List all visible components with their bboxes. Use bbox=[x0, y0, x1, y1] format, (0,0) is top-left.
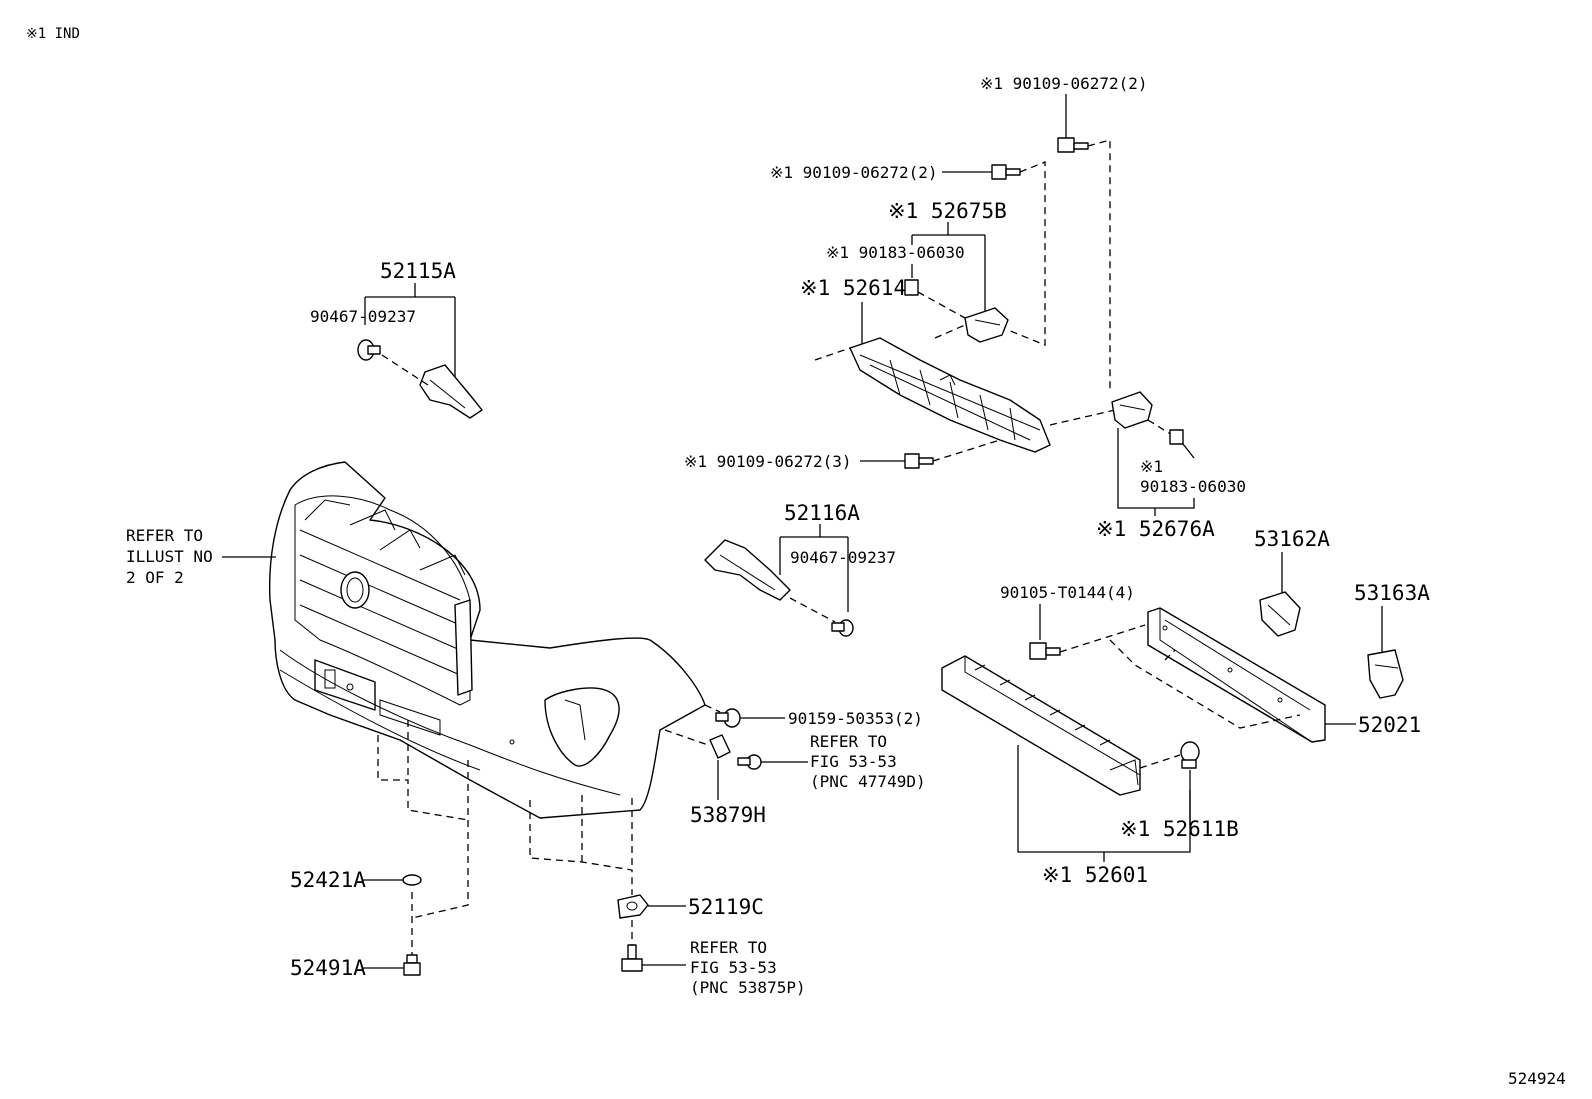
label-90109-mid: ※1 90109-06272(2) bbox=[770, 163, 938, 182]
label-52601: ※1 52601 bbox=[1042, 863, 1148, 887]
label-52021: 52021 bbox=[1358, 713, 1421, 737]
refer-fig2-label-3: (PNC 53875P) bbox=[690, 978, 806, 997]
bumper-cover bbox=[268, 461, 706, 819]
bracket-53879H bbox=[709, 734, 731, 759]
screw-90467-b bbox=[831, 619, 854, 637]
refer-fig1-label-2: FIG 53-53 bbox=[810, 752, 897, 771]
nut-52421A bbox=[402, 874, 422, 886]
part-53162A bbox=[1259, 591, 1301, 637]
screw-90467-a bbox=[357, 339, 381, 361]
label-52115A: 52115A bbox=[380, 259, 456, 283]
refer-illust-label-3: 2 OF 2 bbox=[126, 568, 184, 587]
header-note: ※1 IND bbox=[26, 26, 80, 42]
label-90183-a: ※1 90183-06030 bbox=[826, 243, 965, 262]
nut-90183-b bbox=[1169, 429, 1184, 445]
retainer-52115A bbox=[419, 364, 483, 419]
screw-fig53-a bbox=[737, 754, 762, 770]
bracket-part-52676A bbox=[1111, 391, 1153, 429]
refer-illust-label-2: ILLUST NO bbox=[126, 547, 213, 566]
label-52421A: 52421A bbox=[290, 868, 366, 892]
label-90467-b: 90467-09237 bbox=[790, 548, 896, 567]
clip-52119C bbox=[617, 894, 649, 919]
label-52116A: 52116A bbox=[784, 501, 860, 525]
bolt-90109-bot bbox=[904, 453, 934, 469]
label-52675B: ※1 52675B bbox=[888, 199, 1007, 223]
bolt-90109-mid bbox=[991, 164, 1021, 180]
bracket-part-52675B bbox=[964, 307, 1009, 343]
bracket-52675B bbox=[911, 222, 986, 315]
bolt-fig53-b bbox=[621, 944, 643, 972]
bracket-52116A bbox=[779, 524, 849, 612]
refer-fig2-label-1: REFER TO bbox=[690, 938, 767, 957]
label-90105: 90105-T0144(4) bbox=[1000, 583, 1135, 602]
label-90109-bot: ※1 90109-06272(3) bbox=[684, 452, 852, 471]
screw-90159 bbox=[715, 708, 741, 728]
label-52119C: 52119C bbox=[688, 895, 764, 919]
bolt-52491A bbox=[403, 954, 421, 976]
label-52611B: ※1 52611B bbox=[1120, 817, 1239, 841]
label-52676A: ※1 52676A bbox=[1096, 517, 1215, 541]
refer-illust-label-1: REFER TO bbox=[126, 526, 203, 545]
label-90109-top: ※1 90109-06272(2) bbox=[980, 74, 1148, 93]
label-53879H: 53879H bbox=[690, 803, 766, 827]
label-53163A: 53163A bbox=[1354, 581, 1430, 605]
clip-52611B bbox=[1180, 741, 1200, 769]
bolt-90105 bbox=[1029, 642, 1061, 660]
nut-90183-a bbox=[904, 279, 919, 296]
label-52491A: 52491A bbox=[290, 956, 366, 980]
bolt-90109-top bbox=[1057, 137, 1089, 153]
refer-fig2-label-2: FIG 53-53 bbox=[690, 958, 777, 977]
part-53163A bbox=[1367, 649, 1404, 699]
label-90183-b2: 90183-06030 bbox=[1140, 477, 1246, 496]
bracket-52676A bbox=[1117, 428, 1195, 509]
image-id: 524924 bbox=[1508, 1069, 1566, 1088]
absorber-52601 bbox=[941, 655, 1141, 796]
label-90183-b1: ※1 bbox=[1140, 457, 1163, 476]
reinforcement-52614 bbox=[849, 337, 1051, 453]
retainer-52116A bbox=[704, 539, 791, 601]
label-53162A: 53162A bbox=[1254, 527, 1330, 551]
reinforcement-52021 bbox=[1147, 607, 1326, 743]
label-90159: 90159-50353(2) bbox=[788, 709, 923, 728]
label-52614: ※1 52614 bbox=[800, 276, 906, 300]
bracket-52115A bbox=[364, 283, 456, 380]
refer-fig1-label-3: (PNC 47749D) bbox=[810, 772, 926, 791]
refer-fig1-label-1: REFER TO bbox=[810, 732, 887, 751]
label-90467-a: 90467-09237 bbox=[310, 307, 416, 326]
